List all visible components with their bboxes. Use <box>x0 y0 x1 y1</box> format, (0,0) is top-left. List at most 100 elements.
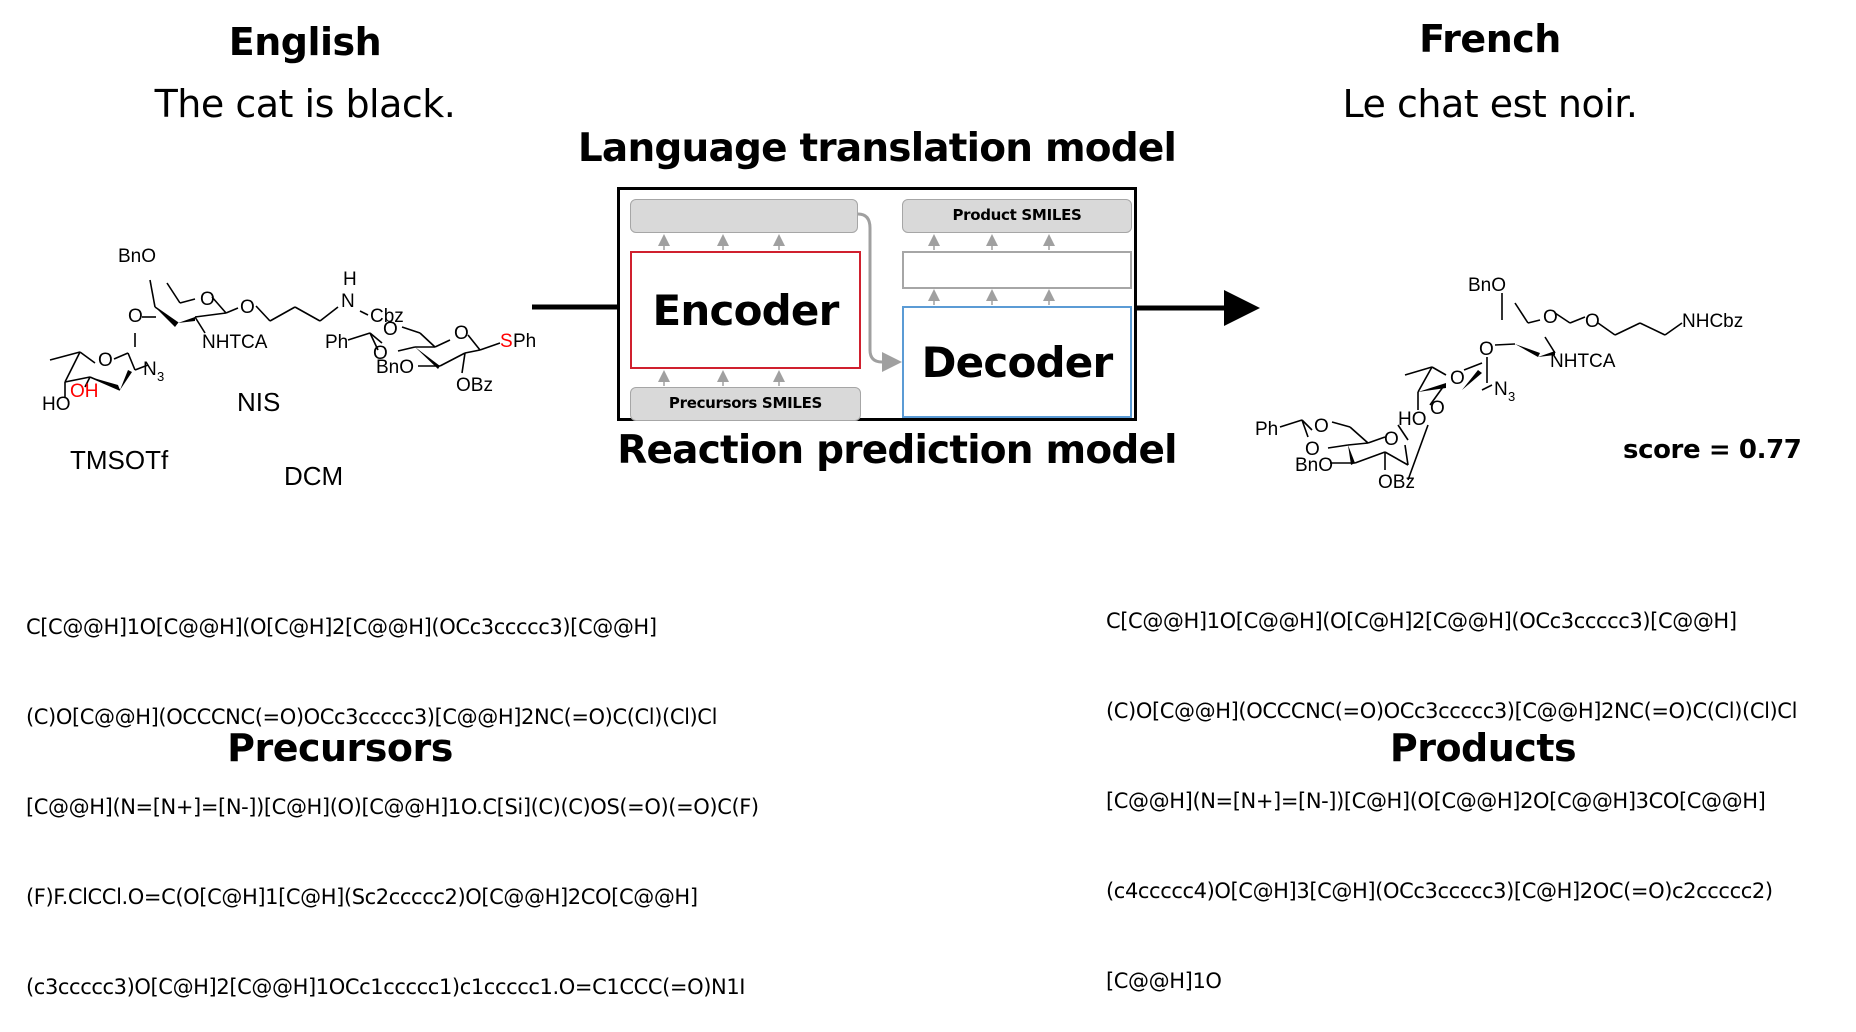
atom-label: O <box>1585 311 1600 332</box>
decoder-hidden-layer <box>902 251 1132 289</box>
target-sentence: Le chat est noir. <box>1342 82 1638 126</box>
encoder-output-bar <box>630 199 858 233</box>
decoder-label: Decoder <box>921 337 1114 387</box>
atom-label: Cbz <box>370 306 404 327</box>
product-smiles-bar: Product SMILES <box>902 199 1132 233</box>
atom-label: NHTCA <box>1550 351 1616 372</box>
reagent-solvent: DCM <box>284 461 343 491</box>
reagent-catalyst: TMSOTf <box>70 445 169 475</box>
smiles-line: [C@@H](N=[N+]=[N-])[C@H](O)[C@@H]1O.C[Si… <box>26 795 759 819</box>
atom-label: O <box>1479 339 1494 360</box>
prediction-score: score = 0.77 <box>1623 435 1802 465</box>
atom-label: Ph <box>513 331 536 352</box>
arrow-up-icon <box>658 370 670 382</box>
source-language-label: English <box>228 20 382 64</box>
target-language-label: French <box>1419 17 1561 61</box>
smiles-line: (c4ccccc4)O[C@H]3[C@H](OCc3ccccc3)[C@H]2… <box>1106 879 1773 903</box>
wedge-bond <box>90 377 120 390</box>
atom-label: N <box>1494 379 1508 400</box>
arrow-head-icon <box>1224 290 1260 326</box>
smiles-line: (C)O[C@@H](OCCCNC(=O)OCc3ccccc3)[C@@H]2N… <box>26 705 718 729</box>
atom-label: O <box>1305 439 1320 460</box>
arrow-up-icon <box>717 370 729 382</box>
reagent-promoter: NIS <box>237 387 280 417</box>
precursors-smiles: C[C@@H]1O[C@@H](O[C@H]2[C@@H](OCc3ccccc3… <box>26 552 759 1032</box>
atom-label: O <box>1543 307 1558 328</box>
atom-label: H <box>343 269 357 290</box>
context-arrow <box>857 212 886 364</box>
arrow-up-icon <box>986 234 998 246</box>
atom-label: Ph <box>1255 419 1278 440</box>
arrow-up-icon <box>773 370 785 382</box>
product-structure: BnO O O NHCbz O NHTCA O N 3 O HO Ph O O … <box>1255 275 1743 493</box>
atom-label: O <box>383 319 398 340</box>
arrow-up-icon <box>986 289 998 301</box>
products-label: Products <box>1389 726 1577 770</box>
arrow-up-icon <box>773 234 785 246</box>
input-up-arrows <box>658 370 785 386</box>
atom-label: 3 <box>1508 389 1515 404</box>
arrow-up-icon <box>1043 234 1055 246</box>
atom-label: 3 <box>157 369 164 384</box>
atom-label: O <box>1430 398 1445 419</box>
atom-label: O <box>128 306 143 327</box>
arrow-up-icon <box>928 234 940 246</box>
atom-label: OBz <box>456 375 493 396</box>
atom-label: N <box>143 359 157 380</box>
atom-label: O <box>1384 429 1399 450</box>
atom-label: O <box>1450 368 1465 389</box>
decoder-block: Decoder <box>902 306 1132 418</box>
internal-arrows <box>658 212 1055 386</box>
seq2seq-model-box: Encoder Precursors SMILES Product SMILES… <box>617 187 1137 421</box>
atom-label: O <box>240 297 255 318</box>
atom-label: O <box>98 350 113 371</box>
wedge-bond <box>415 347 440 369</box>
highlighted-sulfur: S <box>500 331 513 352</box>
decoder-up-arrows <box>928 289 1055 305</box>
atom-label: N <box>341 291 355 312</box>
wedge-bond <box>1515 344 1540 357</box>
atom-label: BnO <box>376 357 414 378</box>
smiles-line: C[C@@H]1O[C@@H](O[C@H]2[C@@H](OCc3ccccc3… <box>26 615 657 639</box>
precursors-label: Precursors <box>227 726 453 770</box>
atom-label: O <box>200 289 215 310</box>
arrow-up-icon <box>928 289 940 301</box>
wedge-bond <box>1348 445 1355 465</box>
wedge-bond <box>155 307 178 327</box>
atom-label: NHCbz <box>1682 311 1743 332</box>
smiles-line: (F)F.ClCCl.O=C(O[C@H]1[C@H](Sc2ccccc2)O[… <box>26 885 698 909</box>
highlighted-hydroxyl: OH <box>70 381 99 402</box>
output-arrow <box>1136 290 1260 326</box>
precursor-structures: BnO O O H N Cbz NHTCA O O N 3 HO OH Ph O… <box>42 246 536 491</box>
wedge-bond <box>1538 351 1555 357</box>
atom-label: BnO <box>1468 275 1506 296</box>
atom-label: HO <box>1398 409 1427 430</box>
atom-label: HO <box>42 394 71 415</box>
smiles-line: (c3ccccc3)O[C@H]2[C@@H]1OCc1ccccc1)c1ccc… <box>26 975 746 999</box>
wedge-bond <box>1462 370 1482 390</box>
atom-label: O <box>373 343 388 364</box>
atom-label: Ph <box>325 332 348 353</box>
wedge-bond <box>120 370 132 390</box>
atom-label: NHTCA <box>202 332 268 353</box>
decoder-output-up-arrows <box>928 234 1055 250</box>
arrow-up-icon <box>1043 289 1055 301</box>
smiles-line: (C)O[C@@H](OCCCNC(=O)OCc3ccccc3)[C@@H]2N… <box>1106 699 1798 723</box>
atom-label: BnO <box>118 246 156 267</box>
input-arrow-line <box>532 304 620 310</box>
encoder-label: Encoder <box>652 285 839 335</box>
encoder-block: Encoder <box>630 251 861 369</box>
wedge-bond <box>1418 383 1446 392</box>
smiles-line: C[C@@H]1O[C@@H](O[C@H]2[C@@H](OCc3ccccc3… <box>1106 609 1737 633</box>
source-sentence: The cat is black. <box>154 82 456 126</box>
precursors-smiles-bar: Precursors SMILES <box>630 387 861 421</box>
atom-label: O <box>1314 416 1329 437</box>
language-model-title: Language translation model <box>577 126 1177 171</box>
atom-label: OBz <box>1378 472 1415 493</box>
arrow-up-icon <box>658 234 670 246</box>
products-smiles: C[C@@H]1O[C@@H](O[C@H]2[C@@H](OCc3ccccc3… <box>1106 546 1797 1026</box>
atom-label: O <box>454 323 469 344</box>
wedge-bond <box>178 317 195 323</box>
arrow-up-icon <box>717 234 729 246</box>
encoder-up-arrows <box>658 234 785 250</box>
